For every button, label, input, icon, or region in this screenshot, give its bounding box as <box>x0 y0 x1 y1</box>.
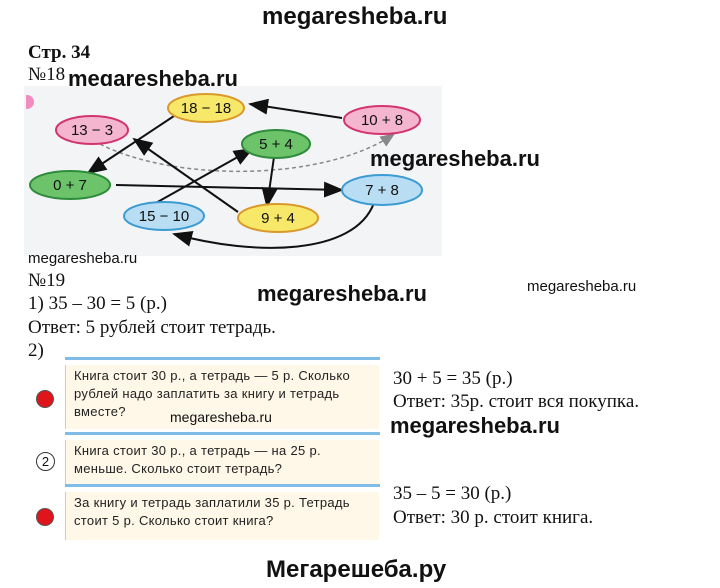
diagram-node-ellipse <box>237 203 319 233</box>
watermark-tasks-middle: megaresheba.ru <box>170 409 272 425</box>
watermark-top: megaresheba.ru <box>262 3 448 30</box>
diagram-node-ellipse <box>343 105 421 135</box>
diagram-node-15-10: 15 − 10 <box>123 201 205 231</box>
part-2-label: 2) <box>28 340 44 361</box>
diagram-node-ellipse <box>123 201 205 231</box>
watermark-bottom: Мегарешеба.ру <box>266 556 447 583</box>
task-divider-2 <box>65 432 380 435</box>
arrow-9-4-to-13-3 <box>132 137 239 213</box>
diagram-node-label: 13 − 3 <box>71 122 113 139</box>
diagram-node-7-8: 7 + 8 <box>341 174 423 206</box>
diagram-node-label: 7 + 8 <box>365 182 399 199</box>
task-1-red-marker <box>36 390 54 408</box>
diagram-svg: 18 − 18 10 + 8 13 − 3 5 + 4 0 + 7 7 + 8 15 − 1… <box>29 93 423 249</box>
exercise-18-number: №18 <box>28 64 66 85</box>
arrow-15-10-to-5-4 <box>153 148 254 205</box>
task-divider-1 <box>65 357 380 360</box>
diagram-node-ellipse <box>55 115 129 145</box>
diagram-node-ellipse <box>29 170 111 200</box>
diagram-node-ellipse <box>241 129 311 159</box>
diagram-node-18-18: 18 − 18 <box>167 93 245 123</box>
answer-c-calculation: 35 – 5 = 30 (р.) <box>393 483 512 504</box>
task-2-text: Книга стоит 30 р., а тетрадь — на 25 р. … <box>65 440 379 484</box>
watermark-diagram-bottom-left: megaresheba.ru <box>28 250 138 267</box>
task-divider-3 <box>65 484 380 487</box>
part-1-answer: Ответ: 5 рублей стоит тетрадь. <box>28 317 276 338</box>
task-2-number-marker: 2 <box>36 452 55 471</box>
watermark-answers-middle: megaresheba.ru <box>390 413 560 438</box>
arrow-7-8-to-15-10 <box>172 202 375 249</box>
task-3-text: За книгу и тетрадь заплатили 35 р. Тетра… <box>65 492 379 540</box>
answer-a-text: Ответ: 35р. стоит вся покупка. <box>393 391 640 412</box>
diagram-node-9-4: 9 + 4 <box>237 203 319 233</box>
diagram-node-label: 0 + 7 <box>53 177 87 194</box>
page-label: Стр. 34 <box>28 42 91 63</box>
diagram-node-ellipse <box>341 174 423 206</box>
task-1-text: Книга стоит 30 р., а тетрадь — 5 р. Скол… <box>65 365 379 429</box>
expression-diagram: 18 − 18 10 + 8 13 − 3 5 + 4 0 + 7 7 + 8 15 − 1… <box>24 86 442 256</box>
diagram-node-10-8: 10 + 8 <box>343 105 421 135</box>
arrow-10-8-to-18-18 <box>248 98 343 119</box>
diagram-node-label: 18 − 18 <box>181 100 231 117</box>
pink-edge-mark <box>26 95 34 109</box>
node-layer: 18 − 18 10 + 8 13 − 3 5 + 4 0 + 7 7 + 8 15 − 1… <box>29 93 423 233</box>
diagram-node-ellipse <box>167 93 245 123</box>
diagram-node-label: 15 − 10 <box>139 208 189 225</box>
watermark-row19-center: megaresheba.ru <box>257 281 427 306</box>
answer-c-text: Ответ: 30 р. стоит книга. <box>393 507 594 528</box>
arrow-5-4-to-9-4 <box>261 156 278 208</box>
watermark-row19-right: megaresheba.ru <box>527 278 637 295</box>
diagram-node-label: 5 + 4 <box>259 136 293 153</box>
arrow-18-18-to-0-7 <box>86 115 175 175</box>
diagram-node-label: 10 + 8 <box>361 112 403 129</box>
diagram-node-0-7: 0 + 7 <box>29 170 111 200</box>
task-3-red-marker <box>36 508 54 526</box>
answer-a-calculation: 30 + 5 = 35 (р.) <box>393 368 513 389</box>
diagram-node-5-4: 5 + 4 <box>241 129 311 159</box>
part-1-calculation: 1) 35 – 30 = 5 (р.) <box>28 293 167 314</box>
dashed-arrow-13-3-to-10-8 <box>99 133 396 173</box>
diagram-node-13-3: 13 − 3 <box>55 115 129 145</box>
diagram-node-label: 9 + 4 <box>261 210 295 227</box>
watermark-diagram-right: megaresheba.ru <box>370 146 540 171</box>
arrow-0-7-to-7-8 <box>115 181 344 198</box>
exercise-19-number: №19 <box>28 270 66 291</box>
